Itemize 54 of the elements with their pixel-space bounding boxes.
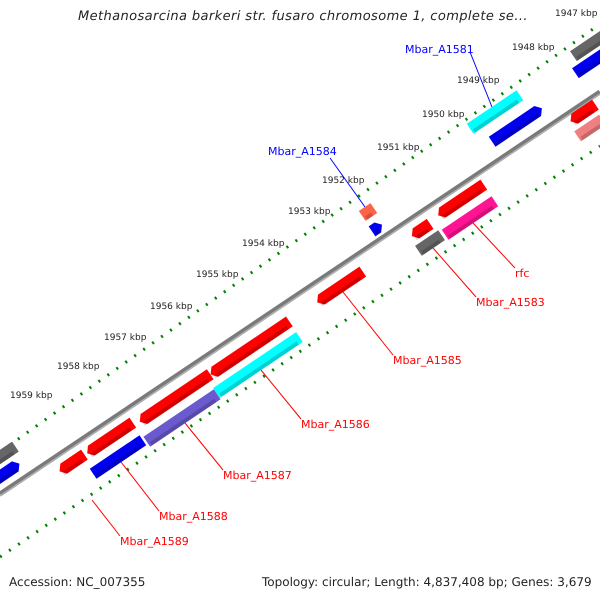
gene-block <box>438 180 488 220</box>
leader-line <box>470 52 492 108</box>
footer-text: Topology: circular; Length: 4,837,408 bp; Genes: 3,679 <box>262 575 592 590</box>
gene-label: Mbar_A1589 <box>120 535 189 548</box>
gene-block <box>570 28 600 62</box>
gene-block <box>574 114 600 142</box>
gene-block <box>143 389 221 447</box>
gene-block <box>368 222 382 236</box>
scale-label: 1953 kbp <box>288 207 330 218</box>
gene-label: Mbar_A1583 <box>476 296 545 310</box>
scale-label: 1947 kbp <box>555 9 598 20</box>
scale-label: 1954 kbp <box>242 239 284 250</box>
gene-block <box>213 332 303 398</box>
scale-label: 1950 kbp <box>422 110 464 121</box>
scale-label: 1949 kbp <box>457 76 500 87</box>
scale-label: 1959 kbp <box>10 391 52 402</box>
gene-block <box>570 100 599 126</box>
footer-text: Accession: NC_007355 <box>9 575 146 590</box>
gene-block <box>358 203 378 221</box>
scale-label: 1952 kbp <box>322 176 364 187</box>
gene-block <box>466 90 524 134</box>
scale-label: 1955 kbp <box>196 270 238 281</box>
scale-label: 1951 kbp <box>377 143 420 154</box>
gene-block <box>140 369 214 426</box>
scale-label: 1957 kbp <box>104 333 146 344</box>
gene-block <box>317 266 366 306</box>
scale-label: 1958 kbp <box>57 362 100 373</box>
leader-line <box>92 500 120 536</box>
scale-label: 1948 kbp <box>512 43 554 54</box>
title: Methanosarcina barkeri str. fusaro chromosome 1, complete se... <box>78 9 528 25</box>
gene-label: Mbar_A1581 <box>405 43 474 56</box>
leader-line <box>184 422 224 470</box>
leader-line <box>432 248 476 298</box>
gene-block <box>87 418 136 458</box>
gene-block <box>412 218 434 240</box>
gene-label: rfc <box>515 267 530 280</box>
gene-block <box>442 196 498 240</box>
gene-label: Mbar_A1586 <box>301 418 370 432</box>
gene-block <box>488 106 542 147</box>
gene-label: Mbar_A1585 <box>393 354 462 368</box>
gene-label: Mbar_A1588 <box>159 510 228 524</box>
leader-line <box>120 462 160 512</box>
gene-label: Mbar_A1587 <box>223 469 292 482</box>
gene-block <box>0 461 20 486</box>
leader-line <box>260 370 302 420</box>
gene-block <box>210 316 293 378</box>
leader-line <box>342 292 394 356</box>
scale-label: 1956 kbp <box>150 302 192 313</box>
gene-block <box>60 450 88 476</box>
gene-block <box>415 230 445 256</box>
leader-line <box>472 222 516 268</box>
leader-line <box>330 158 366 208</box>
gene-block <box>90 435 146 479</box>
gene-label: Mbar_A1584 <box>268 145 337 158</box>
